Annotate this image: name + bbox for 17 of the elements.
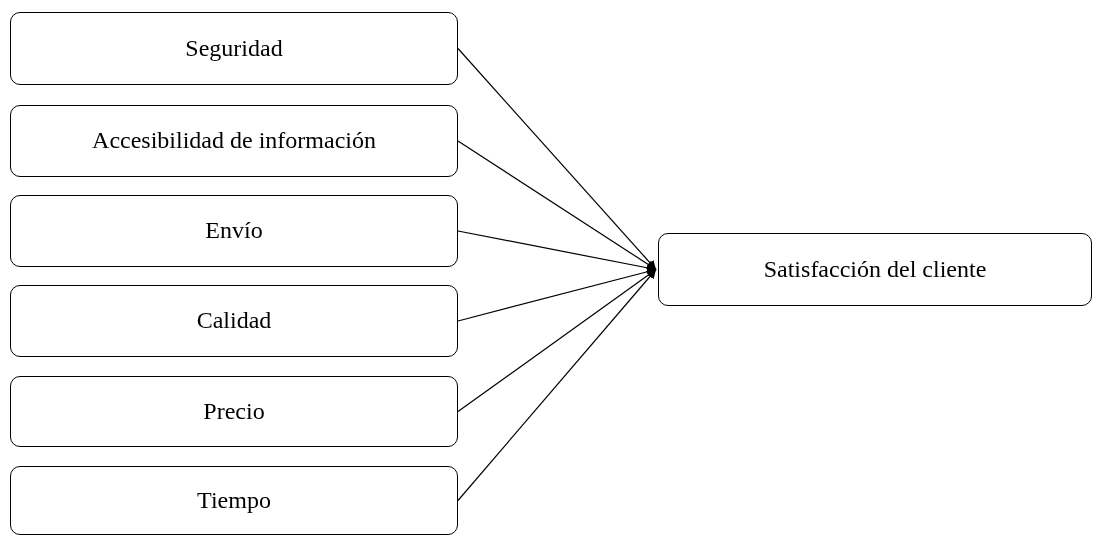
box-label: Precio: [203, 397, 265, 426]
box-label: Accesibilidad de información: [92, 127, 376, 155]
process-box: [10, 12, 458, 85]
box-label: Calidad: [196, 307, 272, 335]
box-label: Seguridad: [185, 34, 283, 63]
process-box: [10, 376, 458, 447]
box-label: Tiempo: [197, 486, 271, 515]
arrow: [457, 268, 657, 502]
process-box: [10, 466, 458, 535]
process-box: [10, 105, 458, 177]
box-label: Satisfacción del cliente: [763, 255, 987, 284]
arrow: [457, 268, 657, 413]
process-box: [10, 195, 458, 267]
arrow: [457, 140, 657, 271]
process-box: [658, 233, 1092, 306]
process-box: [10, 285, 458, 357]
box-label: Envío: [205, 217, 263, 245]
